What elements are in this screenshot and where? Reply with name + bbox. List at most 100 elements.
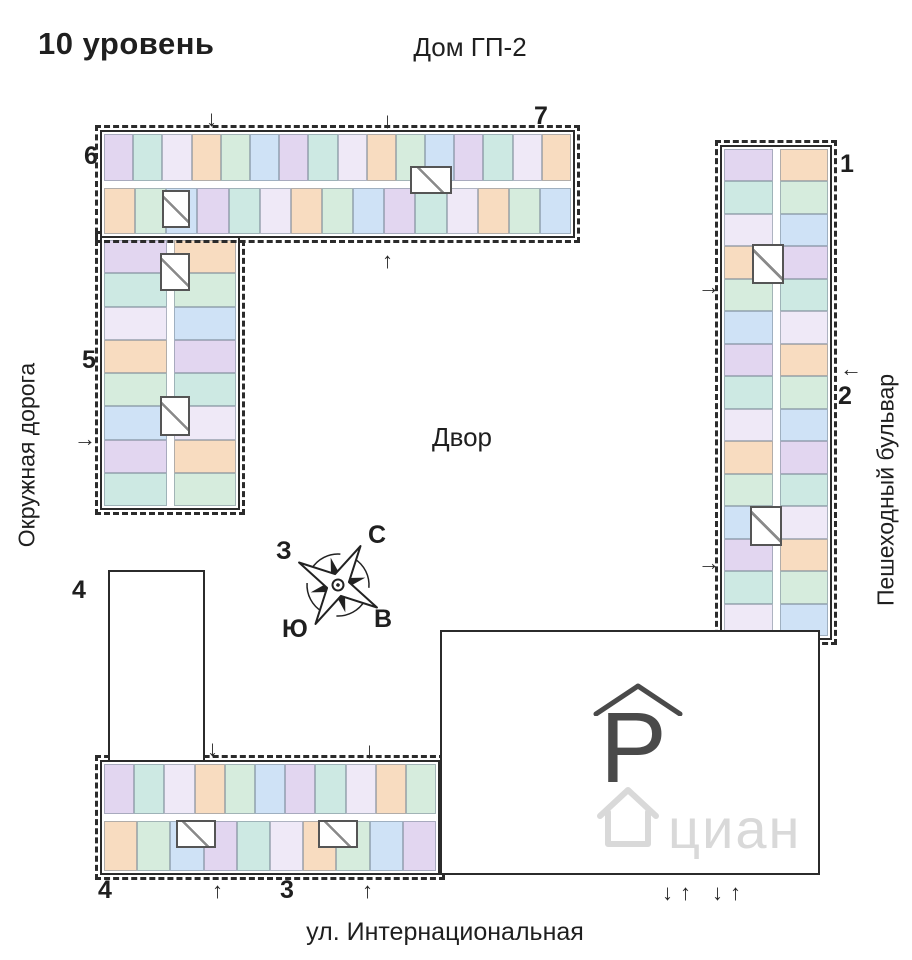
apartment-unit[interactable] [135,187,167,234]
apartment-unit[interactable] [137,821,171,871]
apartment-unit[interactable] [446,187,478,234]
apartment-unit[interactable] [104,439,167,473]
apartment-unit[interactable] [134,764,165,814]
apartment-unit[interactable] [104,472,167,506]
apartment-unit[interactable] [405,764,437,814]
apartment-unit[interactable] [779,181,828,214]
apartment-unit[interactable] [345,764,376,814]
apartment-unit[interactable] [724,376,773,409]
apartment-unit[interactable] [162,134,192,181]
apartment-unit[interactable] [104,764,135,814]
apartment-unit[interactable] [724,213,773,247]
section-label-1: 1 [840,150,854,178]
apartment-unit[interactable] [454,134,484,181]
apartment-unit[interactable] [308,134,338,181]
apartment-unit[interactable] [779,506,828,539]
apartment-unit[interactable] [104,187,136,234]
apartment-unit[interactable] [337,134,367,181]
apartment-unit[interactable] [290,187,322,234]
watermark-text: циан [668,796,802,860]
apartment-unit[interactable] [779,473,828,507]
apartment-unit[interactable] [104,821,138,871]
apartment-unit[interactable] [779,213,828,247]
apartment-unit[interactable] [197,187,229,234]
stair-core [318,820,358,848]
courtyard-label: Двор [431,422,493,452]
apartment-unit[interactable] [285,764,316,814]
apartment-unit[interactable] [724,181,773,214]
apartment-unit[interactable] [724,311,773,344]
apartment-unit[interactable] [220,134,250,181]
apartment-unit[interactable] [375,764,406,814]
apartment-unit[interactable] [173,306,236,340]
apartment-unit[interactable] [724,343,773,377]
apartment-unit[interactable] [779,376,828,409]
apartment-strip [104,134,571,181]
apartment-unit[interactable] [104,134,134,181]
apartment-unit[interactable] [249,134,280,181]
apartment-unit[interactable] [779,278,828,312]
apartment-unit[interactable] [254,764,286,814]
apartment-unit[interactable] [779,408,828,442]
apartment-unit[interactable] [779,343,828,377]
apartment-unit[interactable] [724,473,773,507]
apartment-unit[interactable] [173,439,236,473]
stair-core [176,820,216,848]
apartment-strip [104,764,437,814]
apartment-unit[interactable] [384,187,416,234]
apartment-unit[interactable] [477,187,509,234]
apartment-unit[interactable] [133,134,163,181]
apartment-unit[interactable] [415,187,447,234]
apartment-unit[interactable] [779,571,828,604]
apartment-unit[interactable] [512,134,542,181]
apartment-unit[interactable] [483,134,513,181]
apartment-unit[interactable] [724,571,773,604]
apartment-unit[interactable] [104,240,167,274]
apartment-unit[interactable] [321,187,354,234]
apartment-unit[interactable] [366,134,396,181]
apartment-unit[interactable] [779,149,828,182]
corridor [104,814,436,821]
apartment-unit[interactable] [236,821,271,871]
apartment-unit[interactable] [104,373,167,407]
section-label-5: 5 [82,346,96,374]
apartment-unit[interactable] [104,273,167,307]
apartment-unit[interactable] [724,149,773,182]
apartment-unit[interactable] [279,134,309,181]
entrance-arrow-down: ↓ [364,738,375,763]
house-title: Дом ГП-2 [413,32,527,62]
apartment-unit[interactable] [104,306,167,340]
level-title: 10 уровень [38,26,215,61]
apartment-unit[interactable] [353,187,385,234]
apartment-unit[interactable] [508,187,540,234]
apartment-unit[interactable] [191,134,221,181]
apartment-unit[interactable] [541,134,571,181]
apartment-unit[interactable] [104,406,167,440]
compass-label-north: С [368,521,387,549]
apartment-unit[interactable] [724,441,773,474]
apartment-unit[interactable] [164,764,195,814]
apartment-unit[interactable] [724,408,773,442]
apartment-unit[interactable] [173,339,236,373]
apartment-unit[interactable] [779,246,828,279]
section-label-2: 2 [838,382,852,410]
apartment-unit[interactable] [779,311,828,344]
apartment-unit[interactable] [228,187,260,234]
apartment-unit[interactable] [779,538,828,572]
apartment-unit[interactable] [369,821,403,871]
entrance-arrow-down: ↓ [206,106,217,131]
apartment-unit[interactable] [104,339,167,373]
apartment-unit[interactable] [315,764,346,814]
apartment-unit[interactable] [224,764,255,814]
entrance-arrow-left: ← [840,356,862,381]
apartment-unit[interactable] [173,472,236,506]
apartment-unit[interactable] [779,441,828,474]
corridor [772,149,780,636]
apartment-unit[interactable] [270,821,304,871]
apartment-unit[interactable] [724,278,773,312]
apartment-unit[interactable] [194,764,225,814]
parking-symbol: P [600,692,667,804]
apartment-unit[interactable] [259,187,291,234]
apartment-unit[interactable] [402,821,437,871]
apartment-unit[interactable] [539,187,572,234]
